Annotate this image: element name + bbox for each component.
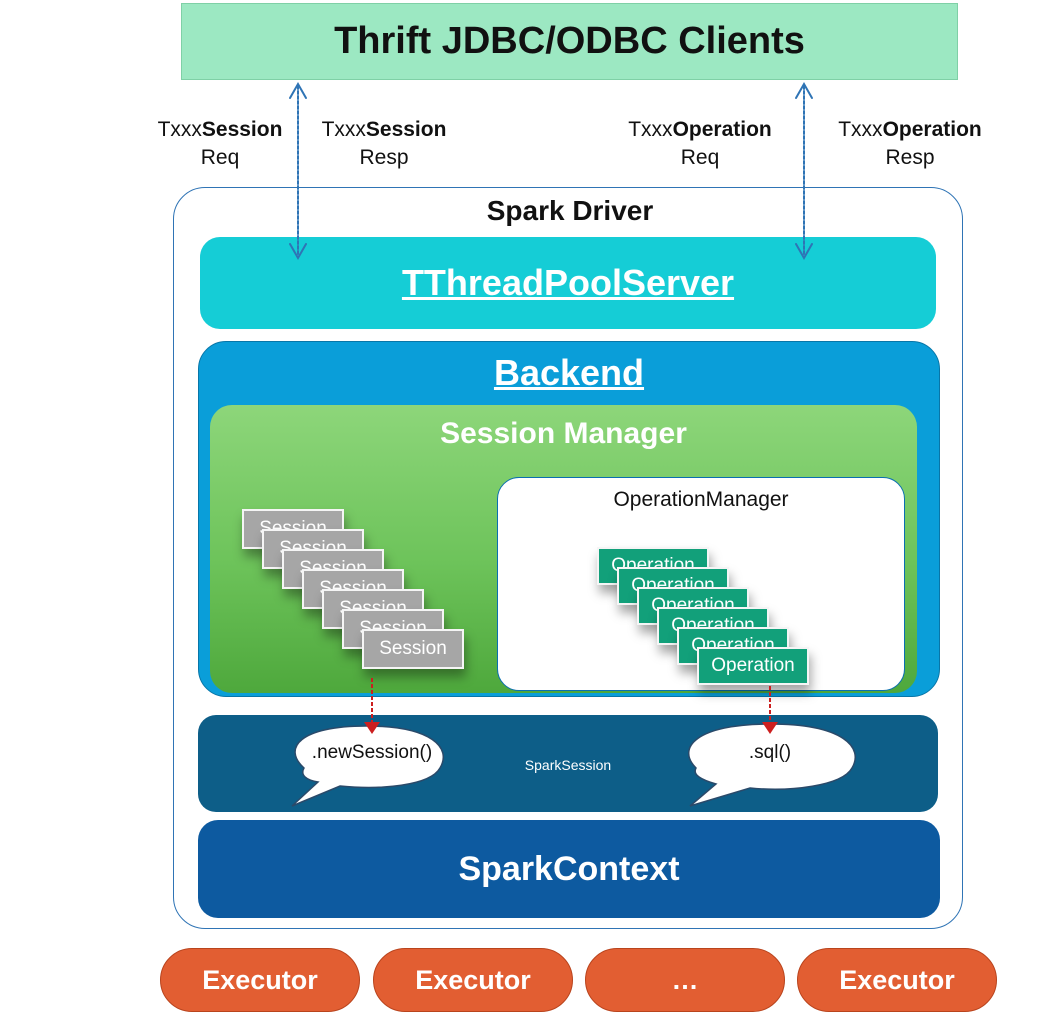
session-arrow-down-head: [289, 243, 307, 261]
session-resp-bold: Session: [365, 118, 447, 141]
operation-req-bold: Operation: [672, 118, 772, 141]
session-arrow-up-head: [289, 81, 307, 99]
operation-req-suffix: Req: [680, 146, 720, 169]
operation-arrow-down-head: [795, 243, 813, 261]
thrift-clients-title: Thrift JDBC/ODBC Clients: [334, 20, 805, 62]
executor-label: Executor: [202, 964, 318, 995]
thread-pool-server-box: TThreadPoolServer: [200, 237, 936, 329]
operation-req-label: TxxxOperation Req: [612, 116, 788, 172]
spark-session-label: SparkSession: [524, 757, 612, 773]
sql-call: .sql(): [749, 742, 791, 763]
new-session-bubble: [291, 725, 445, 807]
thrift-clients-box: Thrift JDBC/ODBC Clients: [181, 3, 958, 80]
session-resp-label: TxxxSession Resp: [308, 116, 460, 172]
session-req-label: TxxxSession Req: [145, 116, 295, 172]
operation-resp-suffix: Resp: [885, 146, 935, 169]
session-red-arrowhead: [364, 722, 380, 734]
executor-ellipsis-label: …: [671, 964, 699, 995]
new-session-call: .newSession(): [312, 742, 432, 763]
backend-title: Backend: [493, 352, 645, 393]
operation-arrow-up-head: [795, 81, 813, 99]
operation-resp-prefix: Txxx: [838, 118, 883, 141]
sql-bubble: [687, 723, 856, 807]
session-req-prefix: Txxx: [157, 118, 202, 141]
spark-context-title: SparkContext: [458, 849, 680, 888]
session-card: Session: [362, 629, 464, 669]
thread-pool-server-title: TThreadPoolServer: [401, 262, 735, 303]
executor-label: Executor: [415, 964, 531, 995]
spark-driver-title: Spark Driver: [486, 195, 654, 226]
executor-box: Executor: [373, 948, 573, 1012]
session-req-suffix: Req: [200, 146, 240, 169]
operation-card: Operation: [697, 647, 809, 685]
session-resp-prefix: Txxx: [321, 118, 366, 141]
operation-red-arrowhead: [762, 722, 778, 734]
session-manager-title: Session Manager: [440, 417, 687, 450]
operation-req-prefix: Txxx: [628, 118, 673, 141]
session-resp-suffix: Resp: [359, 146, 409, 169]
operation-resp-bold: Operation: [882, 118, 982, 141]
operation-resp-label: TxxxOperation Resp: [822, 116, 998, 172]
executor-box: Executor: [797, 948, 997, 1012]
session-req-bold: Session: [201, 118, 283, 141]
operation-manager-title: OperationManager: [613, 488, 789, 511]
executor-ellipsis-box: …: [585, 948, 785, 1012]
spark-context-box: SparkContext: [198, 820, 940, 918]
executor-box: Executor: [160, 948, 360, 1012]
executor-label: Executor: [839, 964, 955, 995]
